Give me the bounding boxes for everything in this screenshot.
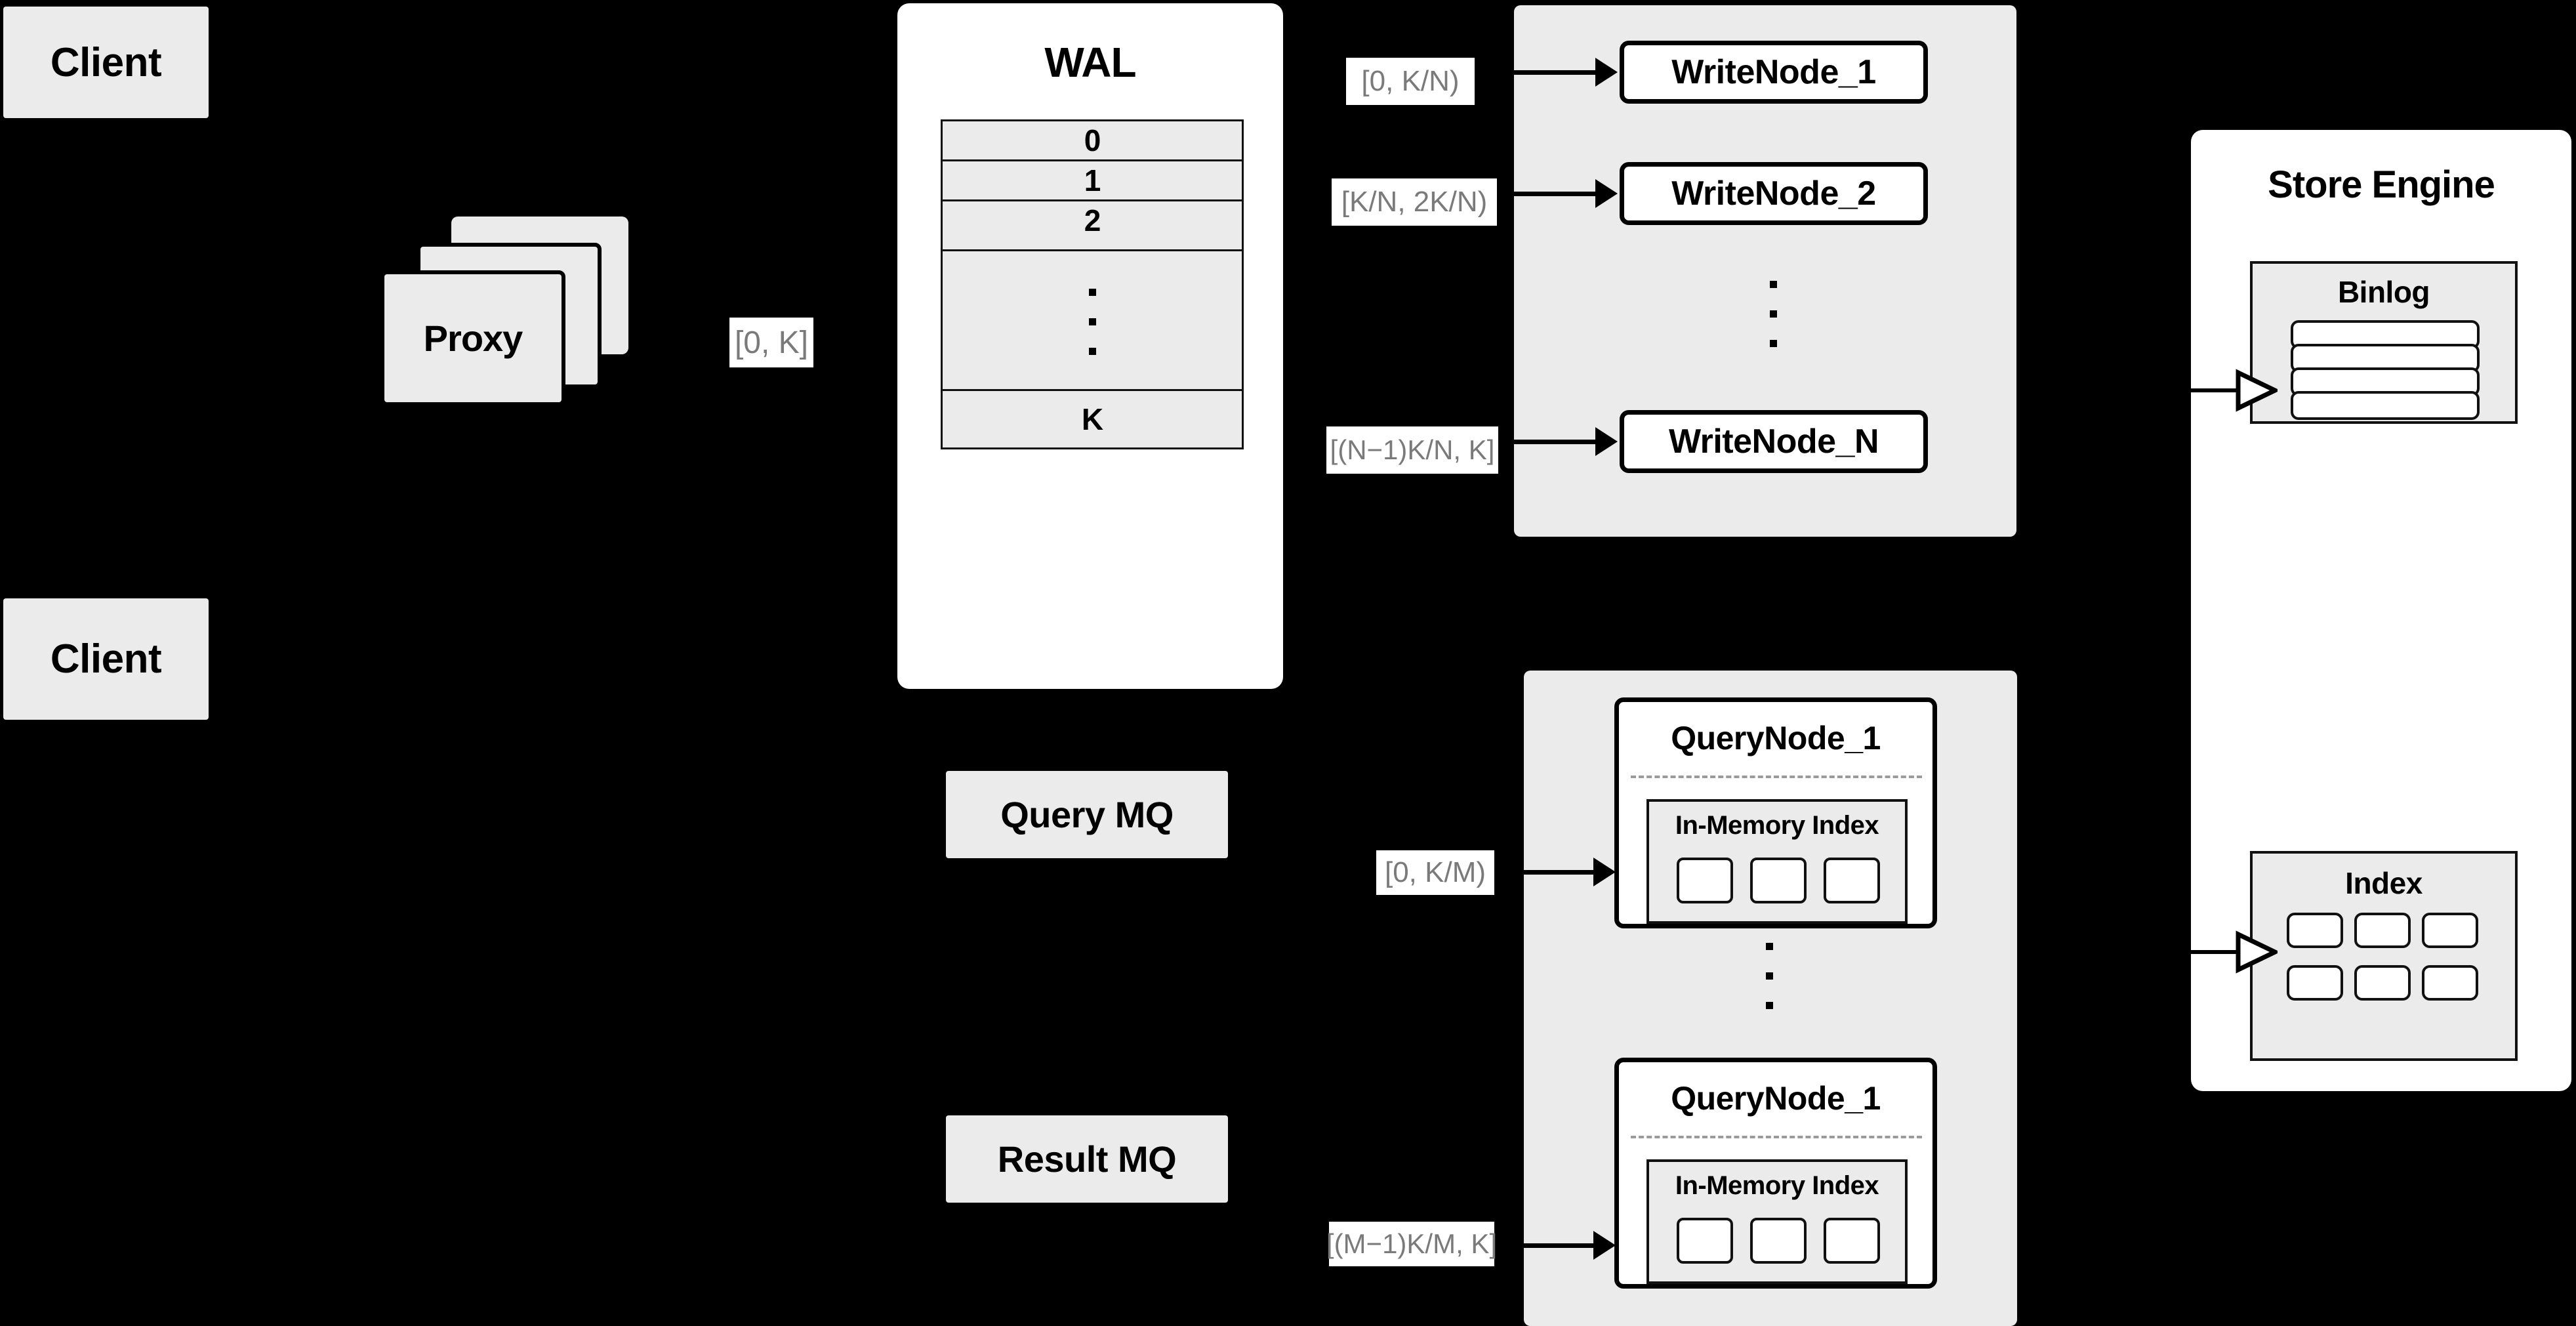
index-cell[interactable] <box>2354 913 2411 948</box>
arrow-line-writenode-2 <box>1514 192 1598 196</box>
arrow-line-writenode-n <box>1514 440 1598 444</box>
client-label: Client <box>50 636 162 682</box>
edge-label-text: [0, K/N) <box>1361 65 1460 97</box>
arrowhead-open-index <box>2236 930 2278 974</box>
index-cell[interactable] <box>2287 965 2343 1001</box>
edge-label-writenode-n: [(N−1)K/N, K] <box>1326 426 1498 474</box>
wal-slot[interactable]: 2 <box>943 201 1242 239</box>
in-memory-index-title: In-Memory Index <box>1675 1171 1879 1200</box>
arrowhead-open-binlog <box>2236 369 2278 412</box>
query-node-divider <box>1631 776 1922 778</box>
query-node-title: QueryNode_1 <box>1671 720 1881 756</box>
edge-label-proxy-to-wal: [0, K] <box>729 318 813 367</box>
store-engine-title: Store Engine <box>2268 163 2495 206</box>
arrow-line-querynode-m <box>1524 1243 1596 1248</box>
edge-label-text: [K/N, 2K/N) <box>1341 186 1488 218</box>
query-node-ellipsis <box>1766 943 1773 1009</box>
arrowhead-querynode-1 <box>1593 858 1616 886</box>
dot <box>1770 340 1777 347</box>
write-node-label: WriteNode_2 <box>1671 175 1876 213</box>
client-label: Client <box>50 39 162 85</box>
index-panel: Index <box>2250 851 2518 1061</box>
write-node-n[interactable]: WriteNode_N <box>1620 410 1928 473</box>
index-title: Index <box>2345 866 2423 900</box>
result-mq-box[interactable]: Result MQ <box>946 1115 1228 1203</box>
arrowhead-writenode-n <box>1595 427 1618 456</box>
dot <box>1766 1002 1773 1009</box>
query-mq-label: Query MQ <box>1000 794 1174 835</box>
wal-slot-label: 1 <box>1084 163 1101 197</box>
write-node-ellipsis <box>1770 281 1777 347</box>
arrowhead-writenode-2 <box>1595 179 1618 208</box>
edge-label-text: [0, K] <box>734 325 809 360</box>
index-cell[interactable] <box>1750 1218 1807 1264</box>
wal-slot[interactable]: 0 <box>943 121 1242 161</box>
wal-slot-last[interactable]: K <box>941 389 1244 449</box>
binlog-title: Binlog <box>2337 275 2430 309</box>
query-node-title: QueryNode_1 <box>1671 1080 1881 1117</box>
query-mq-box[interactable]: Query MQ <box>946 771 1228 858</box>
index-cell[interactable] <box>2422 965 2478 1001</box>
dot <box>1088 348 1096 355</box>
index-cell[interactable] <box>2287 913 2343 948</box>
proxy-card-front[interactable]: Proxy <box>380 270 565 406</box>
dot <box>1766 972 1773 980</box>
index-cell[interactable] <box>1677 858 1733 903</box>
in-memory-index-box-1: In-Memory Index <box>1646 799 1908 924</box>
index-cell[interactable] <box>1824 1218 1880 1264</box>
index-cell[interactable] <box>2354 965 2411 1001</box>
wal-slot-label: 0 <box>1084 123 1101 157</box>
edge-label-text: [0, K/M) <box>1384 856 1486 888</box>
wal-slot: K <box>943 391 1242 447</box>
arrow-line-writenode-1 <box>1514 70 1598 75</box>
write-node-label: WriteNode_1 <box>1671 53 1876 91</box>
edge-label-querynode-m: [(M−1)K/M, K] <box>1326 1222 1498 1266</box>
binlog-panel: Binlog <box>2250 261 2518 424</box>
query-node-m[interactable]: QueryNode_1 In-Memory Index <box>1614 1058 1937 1289</box>
proxy-to-wal-connector <box>643 342 669 346</box>
arrowhead-querynode-m <box>1593 1231 1616 1260</box>
proxy-label: Proxy <box>423 318 523 359</box>
dot <box>1770 310 1777 318</box>
wal-title: WAL <box>1044 39 1136 86</box>
index-cell[interactable] <box>2422 913 2478 948</box>
client-box-2[interactable]: Client <box>3 598 209 720</box>
arrow-line-to-index <box>2191 950 2241 954</box>
binlog-row[interactable] <box>2291 391 2480 420</box>
wal-ellipsis <box>943 251 1242 392</box>
arrowhead-writenode-1 <box>1595 58 1618 87</box>
edge-label-writenode-2: [K/N, 2K/N) <box>1332 178 1497 226</box>
arrow-line-to-binlog <box>2191 388 2241 392</box>
edge-label-text: [(N−1)K/N, K] <box>1330 434 1495 465</box>
wal-slot-label: K <box>1081 402 1103 436</box>
query-node-divider <box>1631 1136 1922 1138</box>
edge-label-writenode-1: [0, K/N) <box>1346 58 1475 105</box>
write-node-1[interactable]: WriteNode_1 <box>1620 41 1928 104</box>
dot <box>1088 318 1096 325</box>
edge-label-text: [(M−1)K/M, K] <box>1326 1228 1498 1259</box>
index-cell[interactable] <box>1750 858 1807 903</box>
wal-slot-table: 0 1 2 <box>941 119 1244 255</box>
dot <box>1088 289 1096 296</box>
proxy-stack[interactable]: Proxy <box>380 210 669 433</box>
query-node-1[interactable]: QueryNode_1 In-Memory Index <box>1614 697 1937 928</box>
dot <box>1770 281 1777 288</box>
in-memory-index-title: In-Memory Index <box>1675 811 1879 840</box>
arrow-line-querynode-1 <box>1524 870 1596 875</box>
in-memory-index-box-2: In-Memory Index <box>1646 1159 1908 1284</box>
wal-slot[interactable]: 1 <box>943 161 1242 201</box>
client-box-1[interactable]: Client <box>3 7 209 118</box>
wal-slot-label: 2 <box>1084 203 1101 238</box>
index-cell[interactable] <box>1824 858 1880 903</box>
edge-label-querynode-1: [0, K/M) <box>1376 850 1494 895</box>
index-cell[interactable] <box>1677 1218 1733 1264</box>
wal-slot-ellipsis <box>941 249 1244 394</box>
result-mq-label: Result MQ <box>997 1138 1177 1180</box>
write-node-label: WriteNode_N <box>1668 423 1879 461</box>
write-node-2[interactable]: WriteNode_2 <box>1620 162 1928 225</box>
dot <box>1766 943 1773 950</box>
